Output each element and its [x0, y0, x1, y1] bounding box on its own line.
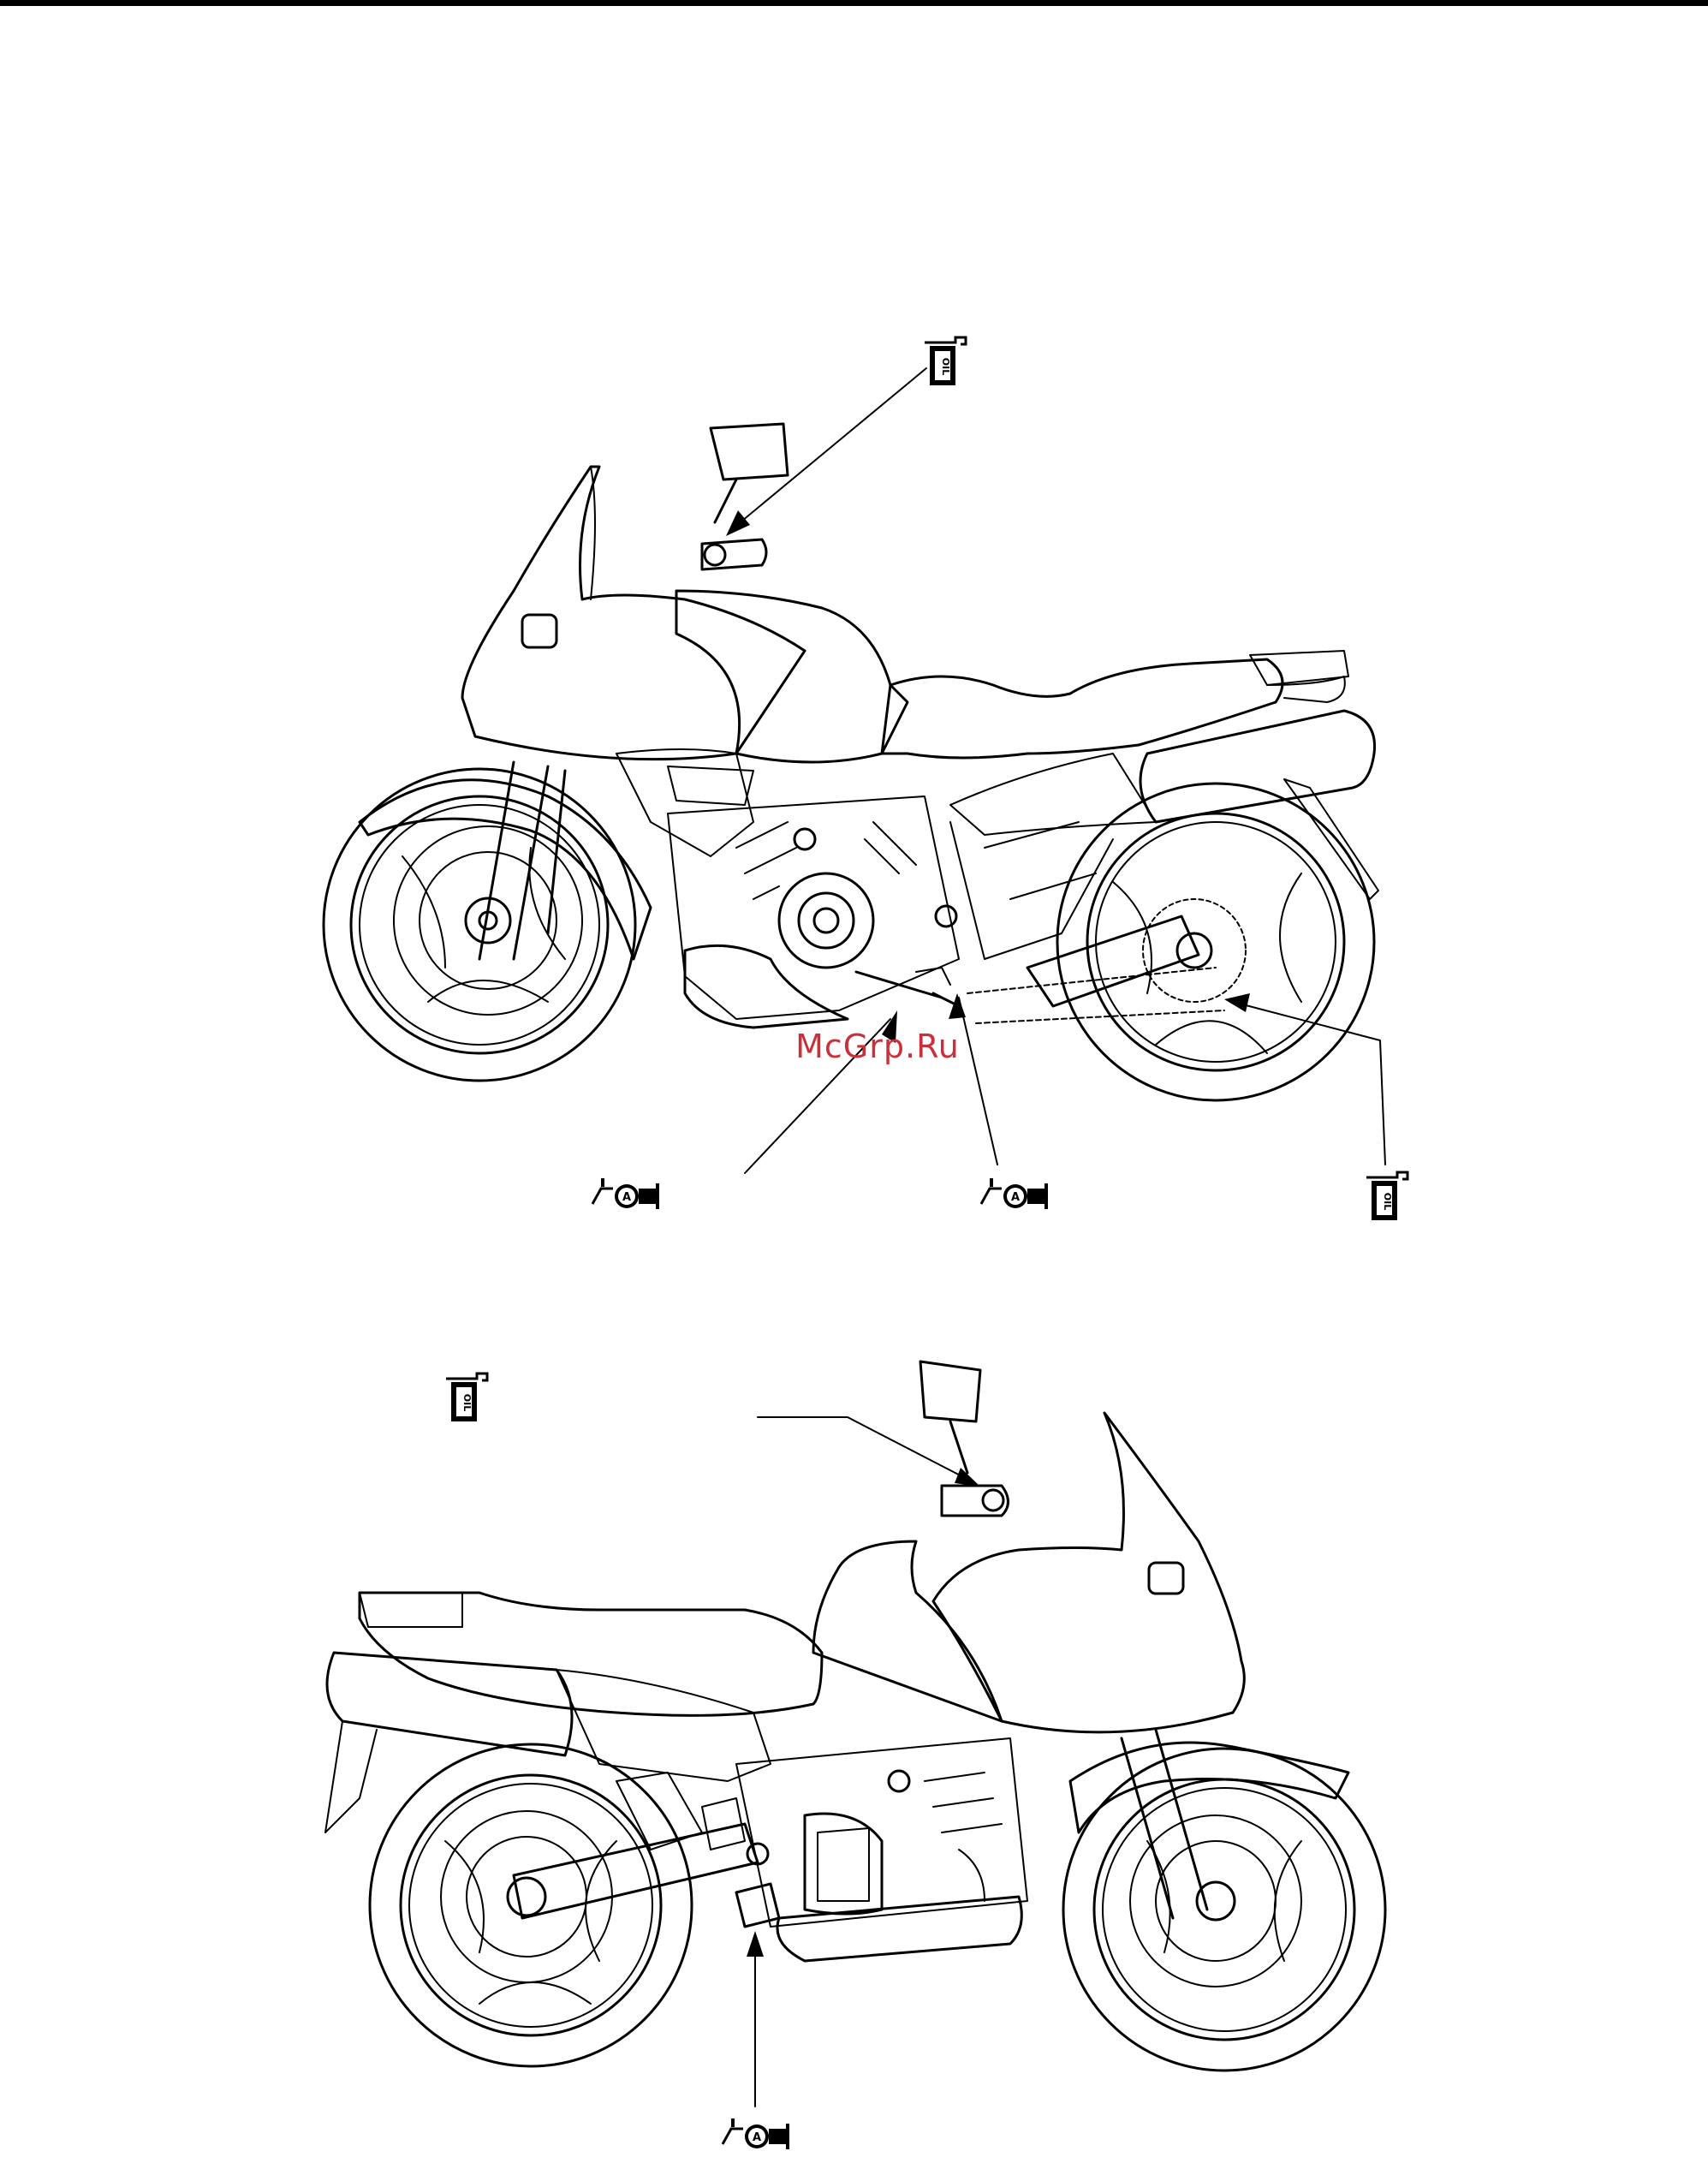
oil-can-icon: OIL	[918, 334, 978, 394]
oil-can-icon: OIL	[439, 1370, 499, 1430]
oil-can-symbol: OIL	[918, 334, 978, 394]
grease-label: A	[753, 2131, 761, 2144]
front-fork-bottom	[1122, 1730, 1207, 1918]
oil-can-symbol: OIL	[1360, 1169, 1419, 1229]
motorcycle-right-view	[324, 424, 1378, 1100]
seat-top	[882, 659, 1282, 758]
arrowheads-bottom	[747, 1468, 980, 1957]
motorcycle-left-view	[325, 1362, 1385, 2071]
side-stand-pivot	[736, 1884, 779, 1927]
grease-a-icon: A	[589, 1173, 666, 1216]
grease-a-symbol: A	[589, 1173, 666, 1216]
fuel-tank-top	[676, 591, 908, 762]
grease-a-symbol: A	[719, 2113, 796, 2156]
front-wheel-top	[324, 769, 635, 1081]
oil-label: OIL	[1382, 1193, 1393, 1210]
grease-a-symbol: A	[978, 1173, 1055, 1216]
engine-bottom	[736, 1738, 1027, 1927]
grease-label: A	[1011, 1191, 1020, 1204]
fairing-light-top	[522, 615, 556, 647]
brake-pedal-top	[856, 972, 959, 1006]
mirror-bottom	[920, 1362, 980, 1421]
swingarm-top	[1027, 916, 1199, 1006]
oil-label: OIL	[940, 358, 951, 375]
grease-a-icon: A	[978, 1173, 1055, 1216]
swingarm-bottom	[514, 1824, 758, 1918]
oil-can-icon: OIL	[1360, 1169, 1419, 1229]
exhaust-top	[1140, 711, 1375, 822]
watermark-text: McGrp.Ru	[771, 1028, 985, 1065]
lower-cowl-bottom	[777, 1897, 1021, 1961]
oil-can-symbol: OIL	[439, 1370, 499, 1430]
leader-lines-bottom	[755, 1417, 972, 2106]
rear-wheel-bottom	[370, 1744, 692, 2066]
fairing-light-bottom	[1149, 1563, 1183, 1594]
seat-bottom	[360, 1593, 822, 1715]
grease-label: A	[622, 1191, 631, 1204]
grease-a-icon: A	[719, 2113, 796, 2156]
fuel-tank-bottom	[813, 1541, 1002, 1721]
engine-top	[668, 796, 959, 1019]
front-fairing-bottom	[933, 1413, 1244, 1732]
mirror-top	[711, 424, 788, 480]
oil-label: OIL	[461, 1394, 473, 1411]
lower-cowl-top	[685, 945, 848, 1028]
